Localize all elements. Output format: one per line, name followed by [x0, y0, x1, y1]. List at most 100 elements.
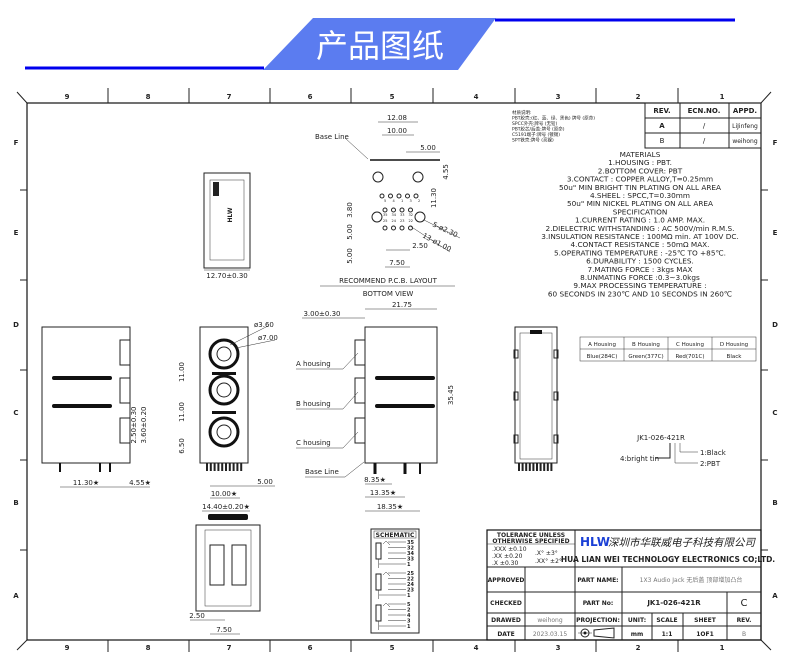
- pin: [221, 463, 224, 471]
- row-label: B: [772, 499, 777, 507]
- column-label: 1: [720, 644, 725, 652]
- housing-header: C Housing: [676, 342, 704, 348]
- column-label: 8: [146, 93, 151, 101]
- note-line: PBT胶芯/后盖:牌号 (原命): [512, 126, 565, 133]
- pin: [546, 463, 549, 471]
- pin-label: 34: [407, 551, 414, 557]
- dimension: 18.35★: [377, 503, 403, 511]
- dimension: 11.30: [430, 188, 438, 208]
- tolerance: .XXX ±0.10: [492, 546, 527, 553]
- date-label: DATE: [497, 631, 514, 638]
- dimension: 8.35★: [364, 476, 386, 484]
- dimension: 21.75: [392, 301, 412, 309]
- pin-number: 33: [400, 213, 404, 217]
- dimension: 6.50: [178, 438, 186, 454]
- pin-number: 4: [393, 199, 396, 203]
- date: 2023.03.15: [533, 631, 568, 638]
- dimension: 10.00★: [211, 490, 237, 498]
- appd-header: APPD.: [733, 107, 757, 115]
- part-name: 1X3 Audio Jack 无后盖 顶部增加凸台: [640, 576, 743, 584]
- pin-label: 2: [407, 608, 411, 614]
- company-logo: HLW: [580, 535, 610, 549]
- callout: 4:bright tin: [620, 455, 659, 463]
- housing-color: Green(377C): [628, 354, 663, 360]
- banner: 产品图纸: [25, 18, 735, 70]
- pin-label: 35: [407, 540, 414, 546]
- dimension: 5.00: [346, 224, 354, 240]
- resistor-symbol: [375, 542, 382, 560]
- rev-label: REV.: [737, 617, 752, 624]
- pin-number: 1: [401, 199, 403, 203]
- frame: [16, 88, 772, 652]
- unit: mm: [631, 631, 644, 638]
- approved-label: APPROVED: [488, 577, 525, 584]
- note-line: 材质说明:: [512, 109, 532, 116]
- right-side-view: 21.75 3.00±0.30 35.45 A housing B housin…: [296, 301, 455, 512]
- dimension: 35.45: [447, 385, 455, 405]
- scale-label: SCALE: [656, 617, 677, 624]
- pin-hole: [388, 193, 393, 199]
- column-label: 7: [227, 93, 232, 101]
- drawed-label: DRAWED: [491, 617, 521, 624]
- rev-header: REV.: [653, 107, 670, 115]
- dimension: 7.50: [389, 259, 405, 267]
- column-label: 5: [390, 93, 395, 101]
- pin-number: 23: [400, 219, 404, 223]
- column-label: 6: [308, 644, 313, 652]
- pin-label: 1: [407, 624, 411, 630]
- materials-line: 4.SHEEL : SPCC,T=0.30mm: [590, 191, 690, 200]
- dimension: 14.40±0.20★: [202, 503, 250, 511]
- pin: [518, 463, 520, 471]
- materials-line: 5.OPERATING TEMPERATURE : -25℃ TO +85℃.: [554, 248, 726, 257]
- materials-line: 50u" MIN NICKEL PLATING ON ALL AREA: [567, 199, 713, 208]
- materials-line: 4.CONTACT RESISTANCE : 50mΩ MAX.: [570, 240, 709, 249]
- pin: [217, 463, 220, 471]
- materials-line: 8.UNMATING FORCE :0.3~3.0kgs: [580, 273, 700, 282]
- pin-label: 25: [407, 571, 414, 577]
- materials-line: 1.CURRENT RATING : 1.0 AMP. MAX.: [575, 216, 705, 225]
- note-line: SPT铁壳:牌号 (亮镍): [512, 137, 554, 144]
- column-label: 4: [474, 644, 479, 652]
- housing-header: B Housing: [632, 342, 660, 348]
- column-label: 6: [308, 93, 313, 101]
- rev-cell: A: [659, 122, 665, 130]
- row-label: D: [772, 321, 778, 329]
- dimension: 13.35★: [370, 489, 396, 497]
- column-label: 2: [636, 93, 641, 101]
- note-line: C5191端子:牌号 (镀锡): [512, 131, 560, 138]
- dimension: 2.50±0.30: [130, 406, 138, 443]
- pin-hole: [413, 193, 419, 199]
- switch-symbol: [382, 540, 391, 546]
- pin-number: 35: [383, 213, 387, 217]
- pin-label: 1: [407, 562, 411, 568]
- pin: [525, 463, 528, 471]
- pin: [521, 463, 524, 471]
- pin: [209, 463, 212, 471]
- pin-label: 23: [407, 588, 414, 594]
- pin: [206, 463, 208, 471]
- materials-line: 9.MAX PROCESSING TEMPERATURE :: [573, 281, 706, 290]
- column-label: 1: [720, 93, 725, 101]
- pin-label: 3: [407, 619, 411, 625]
- dimension: 10.00: [387, 127, 407, 135]
- pin: [236, 463, 239, 471]
- dimension: 11.00: [178, 362, 186, 382]
- materials-line: 1.HOUSING : PBT.: [608, 158, 672, 167]
- tolerance: .XX° ±2°: [535, 558, 562, 565]
- pin-hole: [382, 225, 388, 231]
- base-line-label: Base Line: [315, 133, 349, 141]
- appd-cell: weihong: [732, 138, 758, 145]
- pin-number: 24: [392, 219, 397, 223]
- dimension: 7.50: [216, 626, 232, 634]
- note-line: SPCC外壳:牌号 (无铅): [512, 120, 558, 127]
- front-view: ø3.60 ø7.00 11.00 11.00 6.50 5.00 10.00★…: [178, 321, 278, 512]
- pin: [536, 463, 538, 471]
- pin-number: 2: [418, 199, 420, 203]
- dimension: 3.60±0.20: [140, 406, 148, 443]
- column-label: 9: [65, 93, 70, 101]
- appd-cell: LiJinfeng: [732, 123, 758, 130]
